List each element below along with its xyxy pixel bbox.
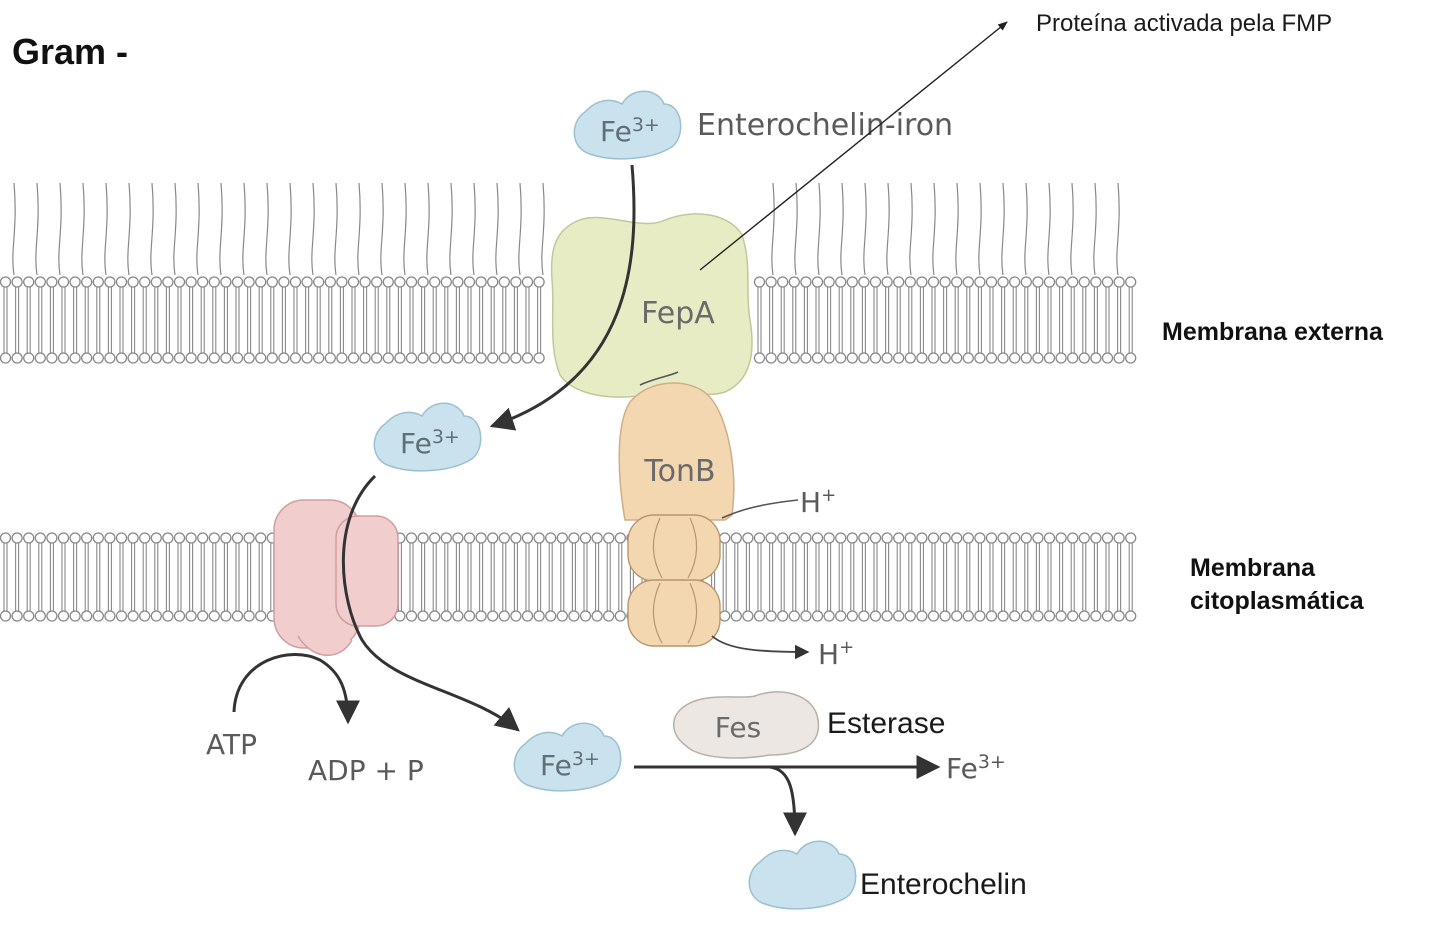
tonb-membrane-complex xyxy=(627,514,721,647)
tonb-label: TonB xyxy=(643,454,715,489)
lipopolysaccharide-chains xyxy=(12,182,1120,276)
fepa-tonb-link xyxy=(639,371,679,386)
enterochelin-molecule xyxy=(748,840,857,910)
iron-label-periplasm: Fe3+ xyxy=(400,426,460,460)
abc-transporter xyxy=(273,499,399,657)
cytoplasmic-membrane xyxy=(0,532,1137,622)
fepa-protein xyxy=(550,213,753,398)
fes-esterase xyxy=(673,691,820,759)
diagram-title: Gram - xyxy=(12,31,128,72)
iron-label-outside: Fe3+ xyxy=(600,114,660,148)
callout-pointer xyxy=(699,21,1008,271)
iron-complex-outside xyxy=(573,90,682,160)
atp-label: ATP xyxy=(206,728,257,761)
inner-membrane-label-line1: Membrana xyxy=(1190,554,1316,582)
outer-membrane-label: Membrana externa xyxy=(1162,318,1384,346)
iron-free-label: Fe3+ xyxy=(946,751,1006,785)
iron-complex-cytoplasm xyxy=(513,722,622,792)
enterochelin-release-arrow xyxy=(769,765,807,837)
esterase-label: Esterase xyxy=(827,707,945,740)
inner-membrane-label-line2: citoplasmática xyxy=(1190,587,1365,615)
adp-label: ADP + P xyxy=(308,754,424,787)
tonb-protein xyxy=(618,382,735,521)
enterochelin-iron-label: Enterochelin-iron xyxy=(697,108,953,143)
proton-periplasm-label: H+ xyxy=(800,485,836,519)
outer-membrane xyxy=(0,276,1137,364)
fes-label: Fes xyxy=(715,711,761,744)
proton-out-arrow xyxy=(711,635,810,660)
import-arrow-inner xyxy=(341,474,520,732)
atp-hydrolysis-arrow xyxy=(232,652,360,725)
import-arrow-outer xyxy=(489,164,636,431)
iron-label-cytoplasm: Fe3+ xyxy=(540,748,600,782)
callout-label: Proteína activada pela FMP xyxy=(1036,10,1332,37)
enterochelin-label: Enterochelin xyxy=(860,868,1027,901)
proton-in-line xyxy=(721,499,799,519)
proton-cytoplasm-label: H+ xyxy=(818,637,854,671)
fepa-label: FepA xyxy=(641,296,715,331)
iron-complex-periplasm xyxy=(373,402,482,472)
